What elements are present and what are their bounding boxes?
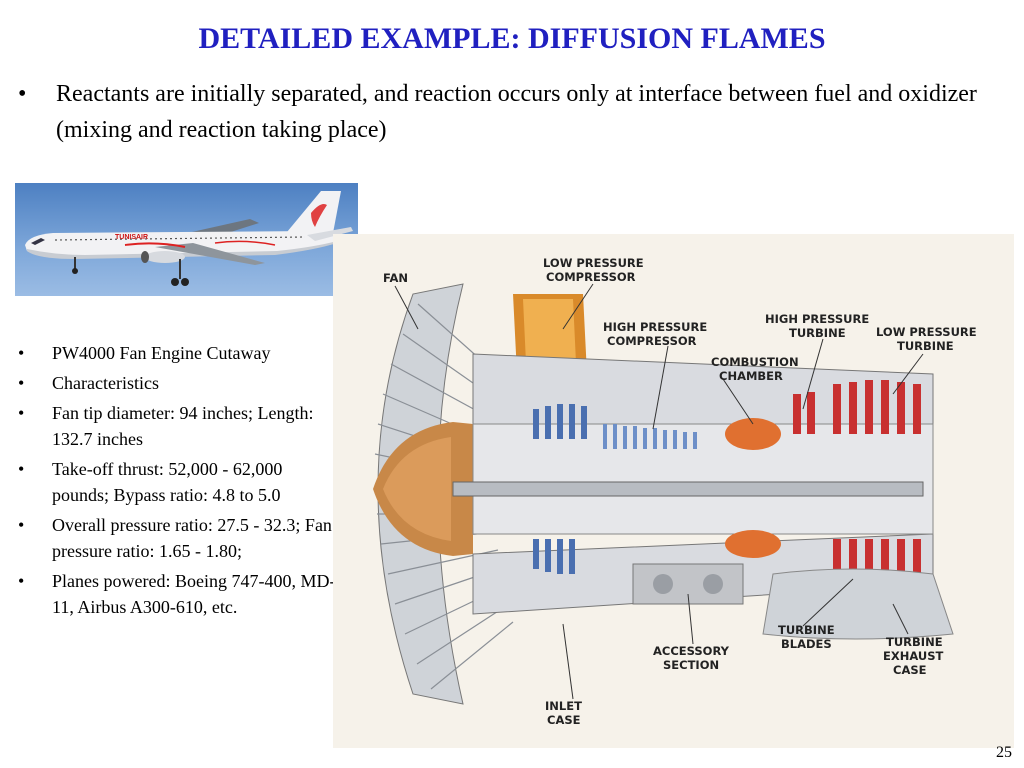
- label-inlet-case-line2: CASE: [547, 713, 581, 727]
- label-turbine-exhaust-case-line3: CASE: [893, 663, 927, 677]
- label-low-pressure-turbine-line1: LOW PRESSURE: [876, 325, 977, 339]
- list-item-text: Take-off thrust: 52,000 - 62,000 pounds;…: [52, 459, 283, 505]
- bullet-marker: •: [18, 459, 25, 479]
- page-number: 25: [996, 744, 1012, 761]
- list-item: • Overall pressure ratio: 27.5 - 32.3; Fa…: [18, 512, 338, 564]
- list-item-text: PW4000 Fan Engine Cutaway: [52, 343, 271, 363]
- airplane-photo: TUNISAIR: [15, 183, 358, 296]
- label-turbine-blades-line2: BLADES: [781, 637, 832, 651]
- airline-livery-text: TUNISAIR: [115, 234, 148, 241]
- list-item-text: Fan tip diameter: 94 inches; Length: 132…: [52, 403, 314, 449]
- main-bullet: • Reactants are initially separated, and…: [18, 76, 978, 148]
- bullet-marker: •: [18, 515, 25, 535]
- label-low-pressure-compressor-line2: COMPRESSOR: [546, 270, 636, 284]
- main-bullet-text: Reactants are initially separated, and r…: [56, 81, 977, 143]
- bullet-marker: •: [18, 571, 25, 591]
- list-item-text: Overall pressure ratio: 27.5 - 32.3; Fan…: [52, 515, 332, 561]
- label-turbine-exhaust-case-line2: EXHAUST: [883, 649, 944, 663]
- label-turbine-exhaust-case-line1: TURBINE: [886, 635, 943, 649]
- bullet-marker: •: [18, 373, 25, 393]
- engine-cutaway-diagram: FAN LOW PRESSURE COMPRESSOR HIGH PRESSUR…: [333, 234, 1014, 748]
- label-turbine-blades-line1: TURBINE: [778, 623, 835, 637]
- list-item: • Fan tip diameter: 94 inches; Length: 13…: [18, 400, 338, 452]
- label-inlet-case-line1: INLET: [545, 699, 582, 713]
- label-low-pressure-turbine-line2: TURBINE: [897, 339, 954, 353]
- label-low-pressure-compressor-line1: LOW PRESSURE: [543, 256, 644, 270]
- label-high-pressure-compressor-line1: HIGH PRESSURE: [603, 320, 707, 334]
- bullet-marker: •: [18, 81, 27, 107]
- list-item: • PW4000 Fan Engine Cutaway: [18, 340, 338, 366]
- label-accessory-section-line2: SECTION: [663, 658, 719, 672]
- list-item: • Take-off thrust: 52,000 - 62,000 pounds…: [18, 456, 338, 508]
- label-high-pressure-compressor-line2: COMPRESSOR: [607, 334, 697, 348]
- label-fan: FAN: [383, 271, 408, 285]
- bullet-marker: •: [18, 403, 25, 423]
- slide-title: DETAILED EXAMPLE: DIFFUSION FLAMES: [198, 22, 826, 55]
- label-high-pressure-turbine-line1: HIGH PRESSURE: [765, 312, 869, 326]
- list-item: • Planes powered: Boeing 747-400, MD-11, …: [18, 568, 338, 620]
- engine-characteristics-list: • PW4000 Fan Engine Cutaway • Characterist…: [18, 340, 338, 624]
- label-combustion-chamber-line2: CHAMBER: [719, 369, 783, 383]
- bullet-marker: •: [18, 343, 25, 363]
- list-item: • Characteristics: [18, 370, 338, 396]
- list-item-text: Planes powered: Boeing 747-400, MD-11, A…: [52, 571, 336, 617]
- label-accessory-section-line1: ACCESSORY: [653, 644, 730, 658]
- list-item-text: Characteristics: [52, 373, 159, 393]
- label-high-pressure-turbine-line2: TURBINE: [789, 326, 846, 340]
- label-combustion-chamber-line1: COMBUSTION: [711, 355, 799, 369]
